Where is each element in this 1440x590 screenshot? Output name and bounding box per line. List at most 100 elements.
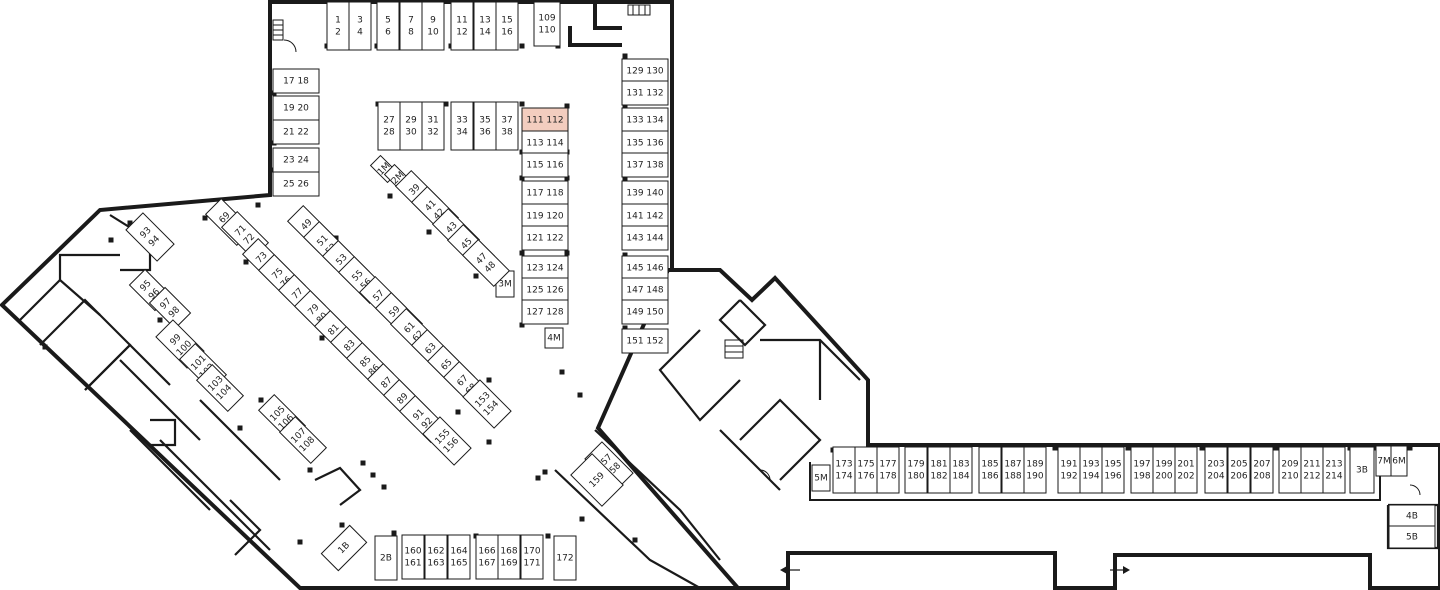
unit-number: 172 xyxy=(556,554,573,564)
storage-unit-139-140[interactable]: 139 140 xyxy=(621,180,669,206)
storage-unit-7-8[interactable]: 78 xyxy=(399,1,423,51)
unit-number: 191 xyxy=(1060,460,1077,470)
unit-outline xyxy=(272,147,320,173)
storage-unit-131-132[interactable]: 131 132 xyxy=(621,80,669,106)
storage-unit-141-142[interactable]: 141 142 xyxy=(621,203,669,229)
unit-number: 185 xyxy=(981,460,998,470)
column-post xyxy=(564,175,570,181)
storage-unit-21-22[interactable]: 21 22 xyxy=(272,119,320,145)
unit-outline xyxy=(621,152,669,178)
storage-unit-159[interactable]: 159 xyxy=(570,453,624,507)
storage-unit-133-134[interactable]: 133 134 xyxy=(621,107,669,133)
unit-number: 7M xyxy=(1377,457,1391,467)
unit-number: 125 126 xyxy=(526,286,563,296)
storage-unit-5-6[interactable]: 56 xyxy=(376,1,400,51)
storage-unit-9-10[interactable]: 910 xyxy=(421,1,445,51)
storage-unit-129-130[interactable]: 129 130 xyxy=(621,58,669,84)
storage-unit-151-152[interactable]: 151 152 xyxy=(621,328,669,354)
storage-unit-2b[interactable]: 2B xyxy=(374,535,398,581)
storage-unit-115-116[interactable]: 115 116 xyxy=(521,152,569,178)
storage-unit-125-126[interactable]: 125 126 xyxy=(521,277,569,303)
storage-unit-145-146[interactable]: 145 146 xyxy=(621,255,669,281)
storage-unit-23-24[interactable]: 23 24 xyxy=(272,147,320,173)
storage-unit-7m[interactable]: 7M xyxy=(1375,445,1393,477)
storage-unit-25-26[interactable]: 25 26 xyxy=(272,171,320,197)
storage-unit-137-138[interactable]: 137 138 xyxy=(621,152,669,178)
storage-unit-123-124[interactable]: 123 124 xyxy=(521,255,569,281)
column-post xyxy=(622,177,628,183)
storage-unit-111-112[interactable]: 111 112 xyxy=(521,107,569,133)
storage-unit-4m[interactable]: 4M xyxy=(544,327,564,349)
storage-unit-149-150[interactable]: 149 150 xyxy=(621,299,669,325)
storage-unit-6m[interactable]: 6M xyxy=(1390,445,1408,477)
unit-outline xyxy=(621,58,669,84)
storage-unit-119-120[interactable]: 119 120 xyxy=(521,203,569,229)
storage-unit-17-18[interactable]: 17 18 xyxy=(272,68,320,94)
unit-outline xyxy=(422,416,472,466)
storage-unit-3b[interactable]: 3B xyxy=(1349,446,1375,494)
storage-unit-113-114[interactable]: 113 114 xyxy=(521,130,569,156)
storage-unit-1-2[interactable]: 12 xyxy=(326,1,350,51)
unit-outline xyxy=(1388,525,1436,549)
storage-unit-4b[interactable]: 4B xyxy=(1388,504,1436,528)
storage-unit-19-20[interactable]: 19 20 xyxy=(272,95,320,121)
storage-unit-127-128[interactable]: 127 128 xyxy=(521,299,569,325)
storage-unit-3-4[interactable]: 34 xyxy=(348,1,372,51)
storage-unit-121-122[interactable]: 121 122 xyxy=(521,225,569,251)
storage-unit-143-144[interactable]: 143 144 xyxy=(621,225,669,251)
storage-unit-1b[interactable]: 1B xyxy=(320,524,368,572)
storage-unit-5b[interactable]: 5B xyxy=(1388,525,1436,549)
unit-number: 131 132 xyxy=(626,89,663,99)
storage-unit-117-118[interactable]: 117 118 xyxy=(521,180,569,206)
storage-unit-5m[interactable]: 5M xyxy=(811,464,831,492)
storage-unit-172[interactable]: 172 xyxy=(553,535,577,581)
storage-unit-135-136[interactable]: 135 136 xyxy=(621,130,669,156)
storage-unit-147-148[interactable]: 147 148 xyxy=(621,277,669,303)
